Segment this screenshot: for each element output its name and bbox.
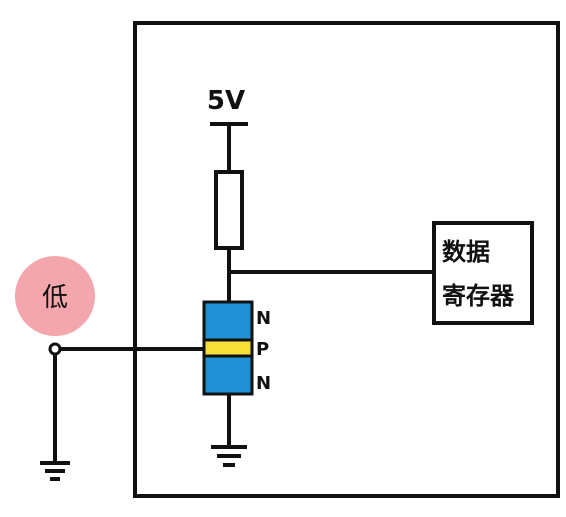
- layer-label-n-top: N: [256, 308, 271, 329]
- supply-label: 5V: [207, 86, 245, 116]
- chip-boundary: [133, 21, 560, 498]
- ground-symbol-right: [211, 445, 247, 467]
- transistor-p-layer: [202, 338, 254, 358]
- layer-label-p: P: [256, 339, 269, 360]
- resistor: [214, 170, 244, 250]
- input-state-label: 低: [42, 283, 68, 313]
- input-state-badge: [15, 256, 95, 336]
- input-terminal: [48, 342, 62, 356]
- layer-label-n-bottom: N: [256, 373, 271, 394]
- transistor-n-top-layer: [202, 300, 254, 342]
- transistor-n-bottom-layer: [202, 354, 254, 396]
- register-label-line1: 数据: [442, 238, 490, 266]
- register-label-line2: 寄存器: [442, 282, 515, 310]
- ground-symbol-left: [40, 461, 70, 481]
- data-register-box: [432, 221, 534, 325]
